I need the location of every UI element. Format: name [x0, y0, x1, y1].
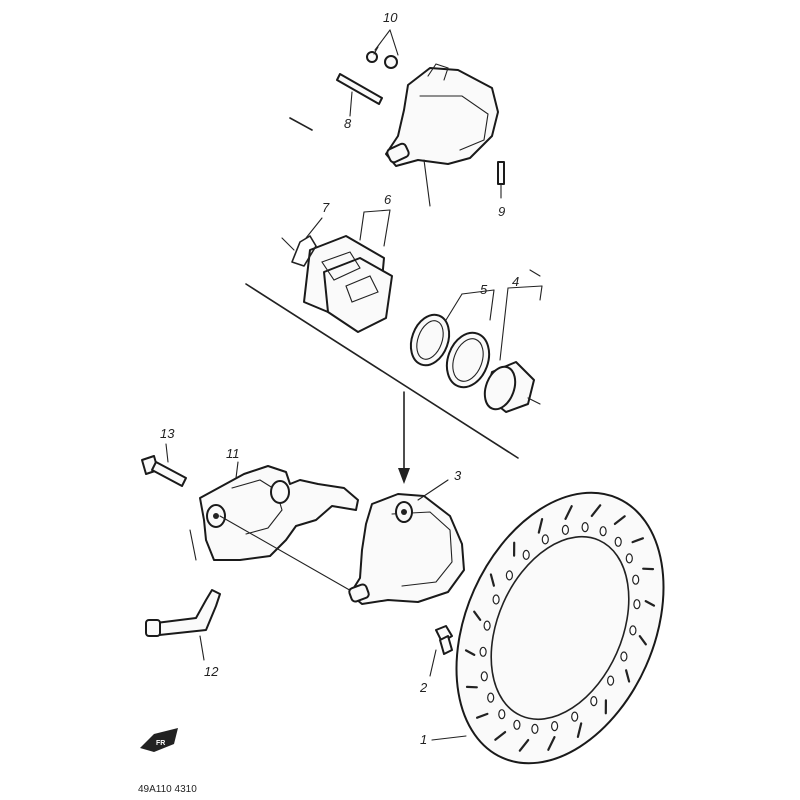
disc-hole [483, 620, 491, 631]
disc-slot [464, 649, 476, 657]
disc-hole [629, 625, 637, 636]
disc-slot [590, 504, 602, 518]
disc-hole [606, 675, 615, 686]
callout-12: 12 [204, 664, 219, 679]
group-separator-line [245, 283, 519, 459]
callout-8: 8 [344, 116, 352, 131]
disc-slot [564, 505, 573, 521]
disc-hole [620, 651, 628, 662]
part-8-pin [336, 73, 383, 117]
part-1-brake-disc [431, 491, 665, 765]
disc-slot [473, 610, 482, 622]
disc-slot [624, 669, 631, 683]
disc-slot [518, 738, 530, 752]
disc-slot [489, 573, 495, 587]
callout-2: 2 [419, 680, 428, 695]
disc-hole [531, 723, 539, 735]
disc-hole [614, 536, 622, 547]
part-13-bolt [141, 443, 187, 487]
disc-hole [522, 549, 530, 561]
parts-4-5-seals-piston [409, 269, 543, 413]
callout-6: 6 [384, 192, 392, 207]
disc-slot [494, 730, 507, 741]
callout-4: 4 [512, 274, 519, 289]
callout-13: 13 [160, 426, 175, 441]
part-7-pad-spring [281, 217, 323, 267]
disc-hole [513, 719, 521, 730]
part-10-bleed-screw [366, 29, 399, 69]
disc-hole [498, 709, 506, 720]
part-11-caliper-bracket [189, 461, 361, 597]
figure-code: 49A110 4310 [138, 784, 197, 795]
part-2-disc-bolt [429, 625, 453, 677]
disc-slot [613, 515, 626, 526]
disc-hole [505, 570, 513, 581]
disc-hole [590, 695, 598, 707]
part-3-caliper-assembly [348, 479, 465, 605]
disc-slot [576, 722, 583, 739]
callout-10: 10 [383, 10, 398, 25]
disc-hole [487, 692, 495, 703]
part-9-screw [497, 161, 505, 199]
disc-hole [571, 711, 579, 722]
disc-hole [541, 534, 549, 545]
disc-hole [625, 553, 633, 564]
disc-hole [581, 521, 589, 533]
callout-11: 11 [226, 446, 240, 461]
callout-9: 9 [498, 204, 505, 219]
front-mark-label: FR [156, 740, 165, 747]
disc-hole [599, 526, 607, 537]
disc-vent-holes [464, 504, 656, 752]
disc-slot [547, 735, 556, 751]
callout-5: 5 [480, 282, 488, 297]
disc-hole [480, 671, 488, 682]
disc-hole [561, 524, 570, 536]
callout-7: 7 [322, 200, 330, 215]
disc-hole [632, 574, 640, 585]
disc-slot [638, 634, 647, 646]
upper-caliper-housing [289, 63, 499, 207]
part-12-brake-hose [145, 589, 221, 661]
assembly-arrow [398, 391, 410, 484]
disc-hole [550, 720, 559, 732]
front-direction-icon: FR [140, 728, 178, 752]
disc-slot [537, 517, 544, 534]
disc-slot [476, 712, 489, 719]
callout-1: 1 [420, 732, 427, 747]
part-6-brake-pads [303, 209, 393, 333]
disc-hole [479, 646, 487, 657]
disc-hole [492, 594, 500, 605]
disc-hole [633, 599, 641, 610]
disc-slot [644, 599, 656, 607]
callout-3: 3 [454, 468, 462, 483]
disc-slot [631, 537, 645, 544]
